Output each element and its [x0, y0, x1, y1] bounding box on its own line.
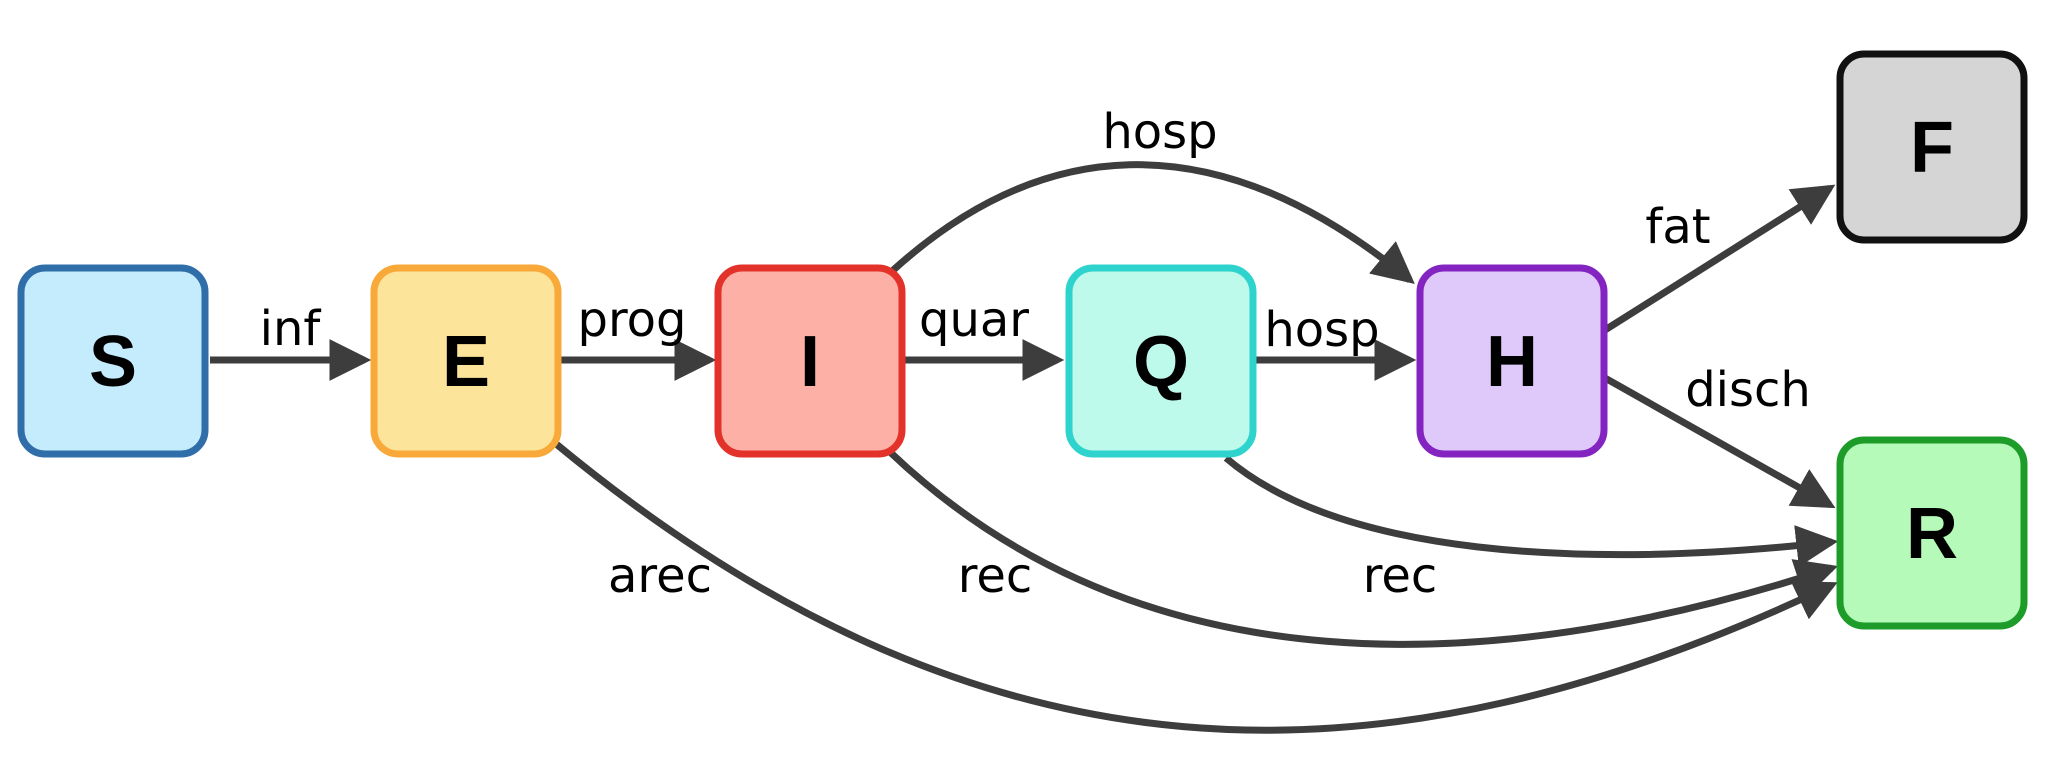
node-s-box: [17, 264, 209, 458]
node-i: I: [714, 264, 906, 458]
edge-labels: inf prog quar hosp hosp fat disch arec r…: [260, 104, 1811, 604]
node-e: E: [370, 264, 562, 458]
edge-h-f: [1603, 184, 1836, 333]
edge-i-r: [887, 449, 1838, 648]
node-e-box: [370, 264, 562, 458]
edge-label-hosp-i-h: hosp: [1102, 104, 1217, 160]
edge-label-rec-q-r: rec: [1363, 548, 1438, 604]
edge-label-rec-i-r: rec: [958, 548, 1033, 604]
edge-label-hosp-q-h: hosp: [1264, 302, 1379, 358]
node-q-label: Q: [1133, 322, 1189, 402]
edge-label-inf: inf: [260, 301, 322, 357]
edge-label-disch: disch: [1685, 362, 1811, 418]
node-f: F: [1836, 50, 2028, 244]
edge-label-quar: quar: [919, 292, 1029, 348]
edge-h-r: [1603, 374, 1836, 509]
edge-label-prog: prog: [578, 292, 687, 348]
node-e-label: E: [442, 322, 490, 402]
node-r-box: [1836, 436, 2028, 630]
node-q-box: [1065, 264, 1257, 458]
node-f-box: [1836, 50, 2028, 244]
edge-label-arec: arec: [608, 548, 712, 604]
node-s: S: [17, 264, 209, 458]
edge-e-r: [552, 440, 1838, 734]
node-f-label: F: [1910, 108, 1954, 188]
node-i-box: [714, 264, 906, 458]
edges: [210, 161, 1839, 734]
node-h-label: H: [1486, 322, 1538, 402]
node-s-label: S: [89, 322, 137, 402]
node-h: H: [1416, 264, 1608, 458]
edge-q-r: [1223, 455, 1839, 567]
node-r: R: [1836, 436, 2028, 630]
nodes: S E I Q H F R: [17, 50, 2028, 630]
node-h-box: [1416, 264, 1608, 458]
node-q: Q: [1065, 264, 1257, 458]
edge-i-h: [887, 161, 1415, 285]
edge-label-fat: fat: [1645, 199, 1710, 255]
node-r-label: R: [1906, 494, 1958, 574]
node-i-label: I: [800, 322, 820, 402]
